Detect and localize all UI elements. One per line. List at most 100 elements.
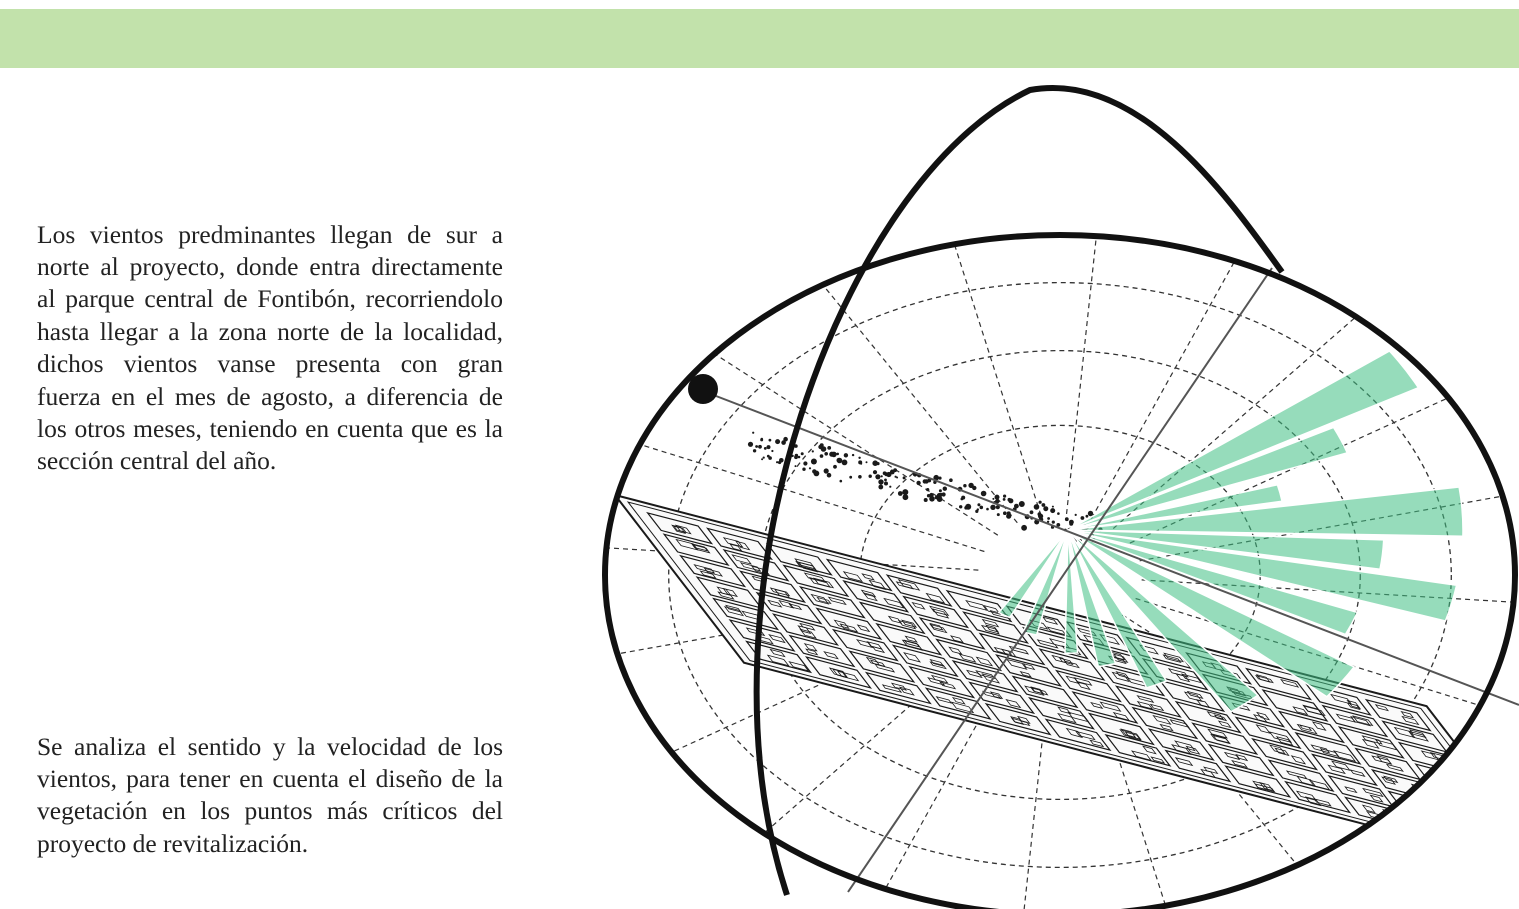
tree	[1007, 497, 1012, 502]
building	[1303, 705, 1326, 717]
building	[1063, 660, 1080, 669]
tree	[1006, 513, 1012, 519]
grid-spoke	[652, 606, 991, 762]
city-block	[1164, 749, 1232, 783]
building	[903, 639, 921, 648]
tree	[812, 469, 817, 474]
building	[1361, 738, 1380, 749]
wind-petal	[1067, 486, 1464, 537]
tree	[836, 457, 843, 464]
city-block	[804, 656, 873, 689]
tree	[768, 456, 772, 460]
tree	[819, 443, 824, 448]
building	[739, 562, 762, 572]
tree	[824, 452, 828, 456]
building	[1235, 753, 1249, 762]
tree	[1033, 504, 1040, 510]
grid-spoke	[1090, 245, 1244, 519]
city-block	[1267, 759, 1335, 793]
tree	[995, 505, 1000, 510]
building	[722, 537, 744, 548]
tree	[794, 455, 798, 460]
building	[1065, 675, 1080, 685]
city-block	[1234, 716, 1302, 750]
building	[1479, 821, 1502, 832]
wind-petal	[1067, 529, 1359, 636]
city-block	[1447, 806, 1515, 839]
city-block	[1147, 728, 1215, 761]
building	[871, 645, 886, 654]
city-block	[722, 548, 790, 582]
building	[927, 677, 946, 686]
building	[842, 571, 864, 583]
building	[895, 581, 914, 590]
building	[1254, 674, 1274, 684]
tree	[1069, 519, 1074, 525]
building	[1479, 824, 1501, 836]
city-block	[1310, 753, 1379, 787]
building	[881, 684, 903, 693]
building	[1352, 715, 1374, 727]
city-block	[1463, 827, 1515, 861]
building	[861, 573, 875, 581]
building	[803, 643, 818, 652]
tree	[875, 474, 881, 480]
tree	[768, 438, 772, 442]
building	[1051, 654, 1068, 664]
building	[1142, 745, 1157, 755]
building	[1468, 802, 1483, 812]
city-block	[1224, 765, 1292, 798]
building	[1217, 720, 1232, 729]
city-block	[679, 554, 747, 588]
tree	[1038, 500, 1042, 504]
tree	[761, 458, 764, 461]
building	[1162, 654, 1182, 663]
building	[1175, 673, 1191, 683]
city-block	[908, 665, 976, 699]
tree	[762, 456, 765, 459]
building	[788, 661, 810, 672]
tree	[942, 486, 947, 491]
tree	[1014, 503, 1019, 509]
building	[890, 682, 908, 691]
building	[1462, 796, 1482, 805]
tree	[949, 478, 953, 483]
building	[717, 591, 735, 600]
building	[1005, 698, 1022, 709]
tree	[960, 497, 964, 501]
tree	[827, 446, 832, 450]
building	[1290, 755, 1307, 765]
building	[1111, 671, 1131, 683]
building	[1275, 736, 1294, 746]
building	[1130, 750, 1152, 761]
tree	[778, 460, 782, 465]
building	[1017, 715, 1031, 724]
tree	[833, 464, 837, 469]
city-block	[1071, 691, 1139, 724]
sun-position-marker	[688, 374, 718, 404]
building	[1186, 690, 1204, 699]
tree	[823, 468, 829, 474]
building	[1159, 723, 1174, 732]
tree	[995, 499, 1000, 504]
building	[1119, 729, 1142, 740]
city-block	[1430, 784, 1498, 818]
tree	[1087, 510, 1094, 517]
building	[1163, 652, 1185, 663]
building	[1329, 693, 1353, 705]
tree	[833, 453, 836, 456]
wind-petal	[1067, 483, 1284, 531]
city-block	[1364, 698, 1432, 732]
building	[965, 669, 983, 679]
tree	[890, 469, 894, 472]
tree	[923, 498, 928, 502]
building	[1057, 706, 1072, 715]
wind-petal	[1067, 350, 1420, 531]
building	[900, 619, 918, 628]
building	[856, 624, 871, 633]
tree	[938, 476, 942, 480]
tree	[810, 458, 817, 465]
wind-petal	[1067, 529, 1356, 698]
city-block	[1098, 663, 1166, 697]
city-block	[924, 687, 992, 721]
